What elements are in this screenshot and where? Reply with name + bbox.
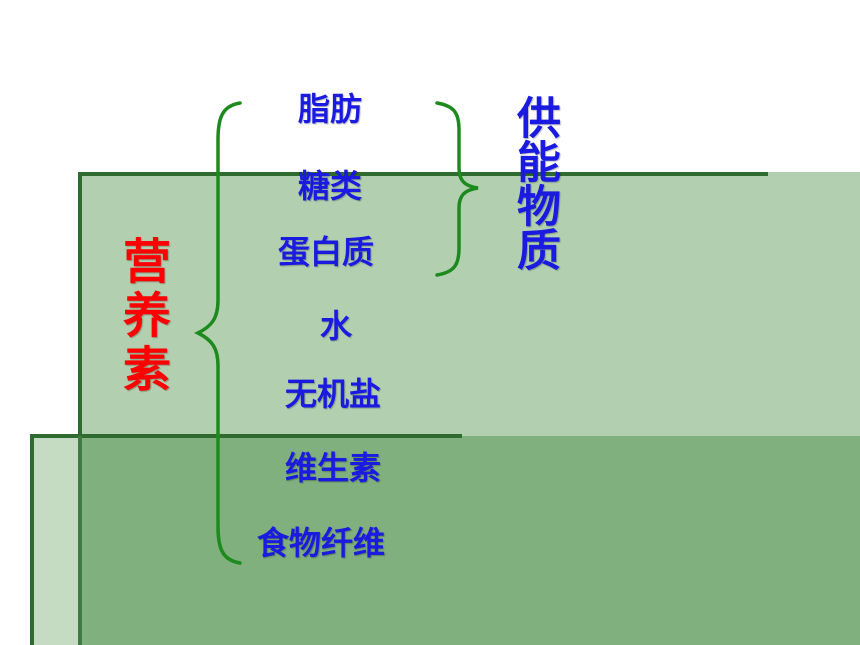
nutrient-inorganic-salt: 无机盐 [285, 375, 382, 413]
nutrient-term: 营养素 [114, 236, 170, 398]
nutrient-sugar: 糖类 [298, 167, 363, 205]
background-panel-dark [30, 436, 860, 645]
decor-line-left-upper [78, 172, 82, 645]
energy-substance-term: 供能物质 [509, 95, 560, 271]
background-strip-left [30, 436, 80, 645]
decor-line-middle [30, 434, 462, 438]
decor-line-top [80, 172, 768, 176]
nutrient-dietary-fiber: 食物纤维 [257, 524, 386, 562]
decor-line-left-lower [30, 434, 34, 645]
nutrient-fat: 脂肪 [298, 90, 363, 128]
right-brace [435, 101, 479, 277]
left-brace [194, 101, 242, 565]
nutrient-vitamin: 维生素 [285, 449, 382, 487]
nutrient-water: 水 [320, 307, 353, 345]
nutrient-protein: 蛋白质 [278, 233, 375, 271]
decor-line-left-inner [78, 436, 82, 645]
